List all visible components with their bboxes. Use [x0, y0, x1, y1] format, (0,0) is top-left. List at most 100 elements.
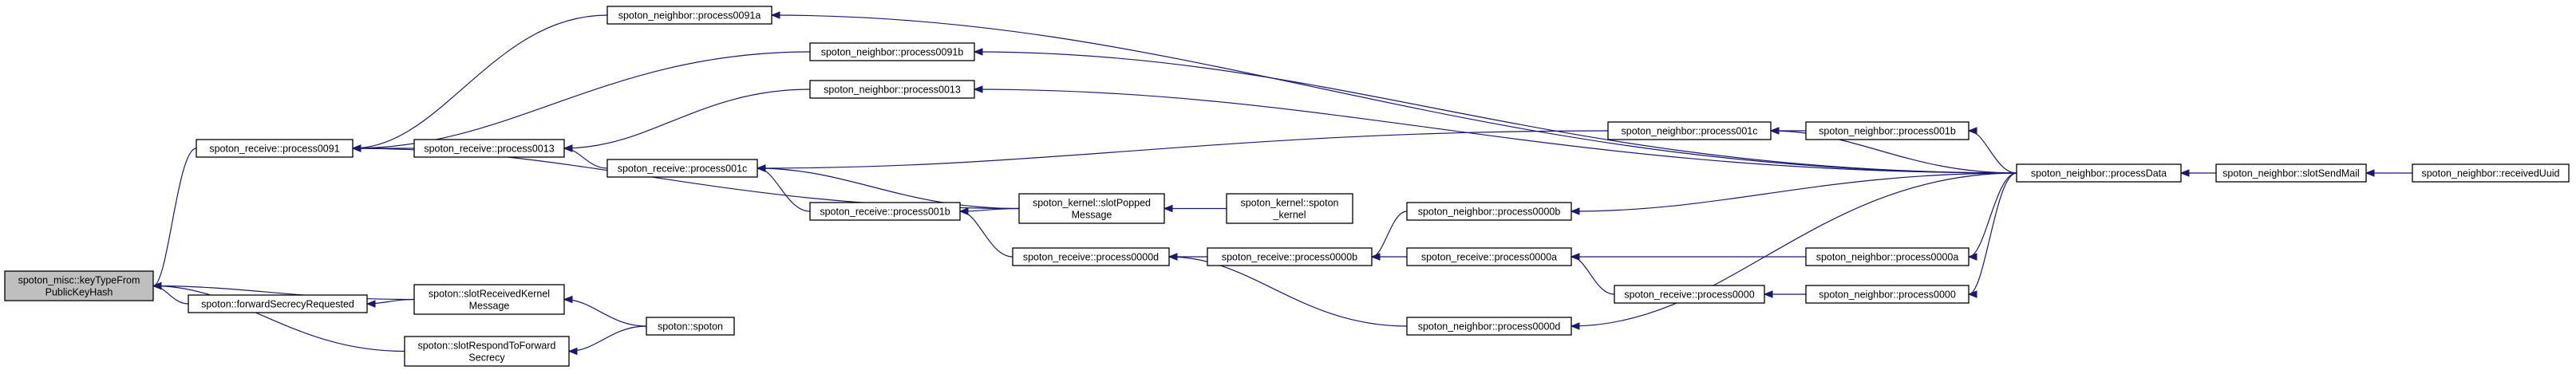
node-n001c[interactable]: spoton_neighbor::process001c: [1607, 121, 1772, 140]
node-box: [2016, 163, 2182, 183]
arrowhead: [756, 164, 766, 172]
edge-kpop-to-r001b: [958, 207, 1020, 215]
node-n0091a[interactable]: spoton_neighbor::process0091a: [606, 6, 772, 25]
edge-spoton-to-slotrk: [563, 295, 647, 327]
node-label: spoton_neighbor::process0000: [1819, 289, 1956, 301]
arrowhead: [152, 281, 162, 290]
node-n001b[interactable]: spoton_neighbor::process001b: [1805, 121, 1970, 140]
node-box: [606, 159, 758, 178]
node-box: [1406, 247, 1572, 266]
node-box: [606, 6, 772, 25]
node-r001c[interactable]: spoton_receive::process001c: [606, 159, 758, 178]
edge-line: [1968, 130, 2017, 174]
node-kctor[interactable]: spoton_kernel::spoton_kernel: [1226, 193, 1353, 224]
edge-line: [974, 51, 2017, 174]
arrowhead: [1570, 253, 1580, 261]
edge-pdata-to-n000a: [1967, 172, 2017, 261]
node-label: spoton_receive::process0091: [209, 144, 339, 155]
arrowhead: [351, 144, 362, 152]
edge-sendmail-to-pdata: [2179, 169, 2216, 177]
edge-pdata-to-n0091b: [973, 48, 2017, 174]
edge-line: [352, 14, 608, 149]
edge-r0000-to-r000a: [1570, 253, 1615, 295]
node-fwdreq[interactable]: spoton::forwardSecrecyRequested: [188, 294, 368, 313]
edge-line: [959, 207, 1020, 212]
edge-pdata-to-n0013: [973, 85, 2017, 174]
node-label: spoton::spoton: [658, 321, 723, 333]
node-n000a[interactable]: spoton_neighbor::process0000a: [1805, 247, 1970, 266]
node-r0000[interactable]: spoton_receive::process0000: [1614, 285, 1765, 304]
node-box: [4, 270, 154, 301]
node-box: [2215, 163, 2367, 183]
arrowhead: [1967, 253, 1977, 261]
node-spoton[interactable]: spoton::spoton: [646, 317, 735, 336]
node-label: spoton_neighbor::process0091b: [821, 47, 964, 58]
arrowhead: [770, 11, 780, 19]
arrowhead: [2365, 169, 2375, 177]
node-box: [809, 42, 975, 61]
node-box: [1805, 247, 1970, 266]
node-r0091[interactable]: spoton_receive::process0091: [196, 139, 354, 158]
node-label: spoton_neighbor::slotSendMail: [2222, 168, 2360, 179]
node-r000a[interactable]: spoton_receive::process0000a: [1406, 247, 1572, 266]
edge-r000a-to-r000b: [1370, 253, 1407, 261]
node-box: [1018, 193, 1165, 224]
node-box: [1805, 285, 1970, 304]
node-n000b[interactable]: spoton_neighbor::process0000b: [1406, 202, 1572, 221]
edge-n001c-to-r001c: [756, 130, 1609, 172]
node-r000d[interactable]: spoton_receive::process0000d: [1012, 247, 1170, 266]
node-label: spoton_receive::process0000a: [1421, 252, 1557, 263]
node-pdata[interactable]: spoton_neighbor::processData: [2016, 163, 2182, 183]
edge-n000a-to-r000a: [1570, 253, 1806, 261]
arrowhead: [563, 295, 573, 304]
arrowhead: [1967, 127, 1977, 135]
edge-n0091a-to-r0091: [351, 14, 608, 152]
node-box: [1406, 202, 1572, 221]
arrowhead: [1769, 127, 1780, 135]
node-label: spoton_neighbor::process001b: [1819, 126, 1956, 137]
arrowhead: [365, 300, 376, 308]
node-label: _kernel: [1273, 210, 1306, 221]
edge-line: [1371, 211, 1408, 258]
node-box: [404, 336, 570, 367]
node-box: [196, 139, 354, 158]
arrowhead: [1967, 290, 1977, 298]
edge-line: [1770, 130, 2017, 174]
edge-line: [1168, 256, 1408, 327]
edge-n000b-to-r000b: [1370, 211, 1408, 261]
node-n000d[interactable]: spoton_neighbor::process0000d: [1406, 317, 1572, 336]
node-r000b[interactable]: spoton_receive::process0000b: [1207, 247, 1373, 266]
node-label: spoton_neighbor::processData: [2031, 168, 2167, 179]
edge-pdata-to-n001b: [1967, 127, 2017, 174]
edge-line: [152, 148, 197, 287]
edge-slotrk-to-fwdreq: [365, 298, 415, 308]
node-n0000[interactable]: spoton_neighbor::process0000: [1805, 285, 1970, 304]
arrowhead: [1370, 253, 1381, 261]
edge-line: [563, 298, 647, 327]
node-sendmail[interactable]: spoton_neighbor::slotSendMail: [2215, 163, 2367, 183]
node-n0013[interactable]: spoton_neighbor::process0013: [809, 80, 975, 99]
node-recvuuid[interactable]: spoton_neighbor::receivedUuid: [2412, 163, 2570, 183]
node-n0091b[interactable]: spoton_neighbor::process0091b: [809, 42, 975, 61]
arrowhead: [973, 85, 983, 93]
node-label: spoton::slotReceivedKernel: [429, 289, 550, 300]
edge-recvuuid-to-sendmail: [2365, 169, 2412, 177]
edge-line: [974, 89, 2017, 174]
edge-pdata-to-n000b: [1570, 172, 2017, 215]
edge-n0000-to-r0000: [1763, 290, 1806, 298]
node-label: spoton_misc::keyTypeFrom: [18, 275, 140, 286]
edge-line: [352, 51, 811, 149]
node-box: [1614, 285, 1765, 304]
arrowhead: [563, 144, 573, 152]
node-r001b[interactable]: spoton_receive::process001b: [809, 202, 961, 221]
node-box: [809, 80, 975, 99]
node-r0013[interactable]: spoton_receive::process0013: [413, 139, 565, 158]
node-label: spoton_receive::process0000b: [1222, 252, 1357, 263]
edge-line: [959, 211, 1013, 258]
arrowhead: [1763, 290, 1773, 298]
